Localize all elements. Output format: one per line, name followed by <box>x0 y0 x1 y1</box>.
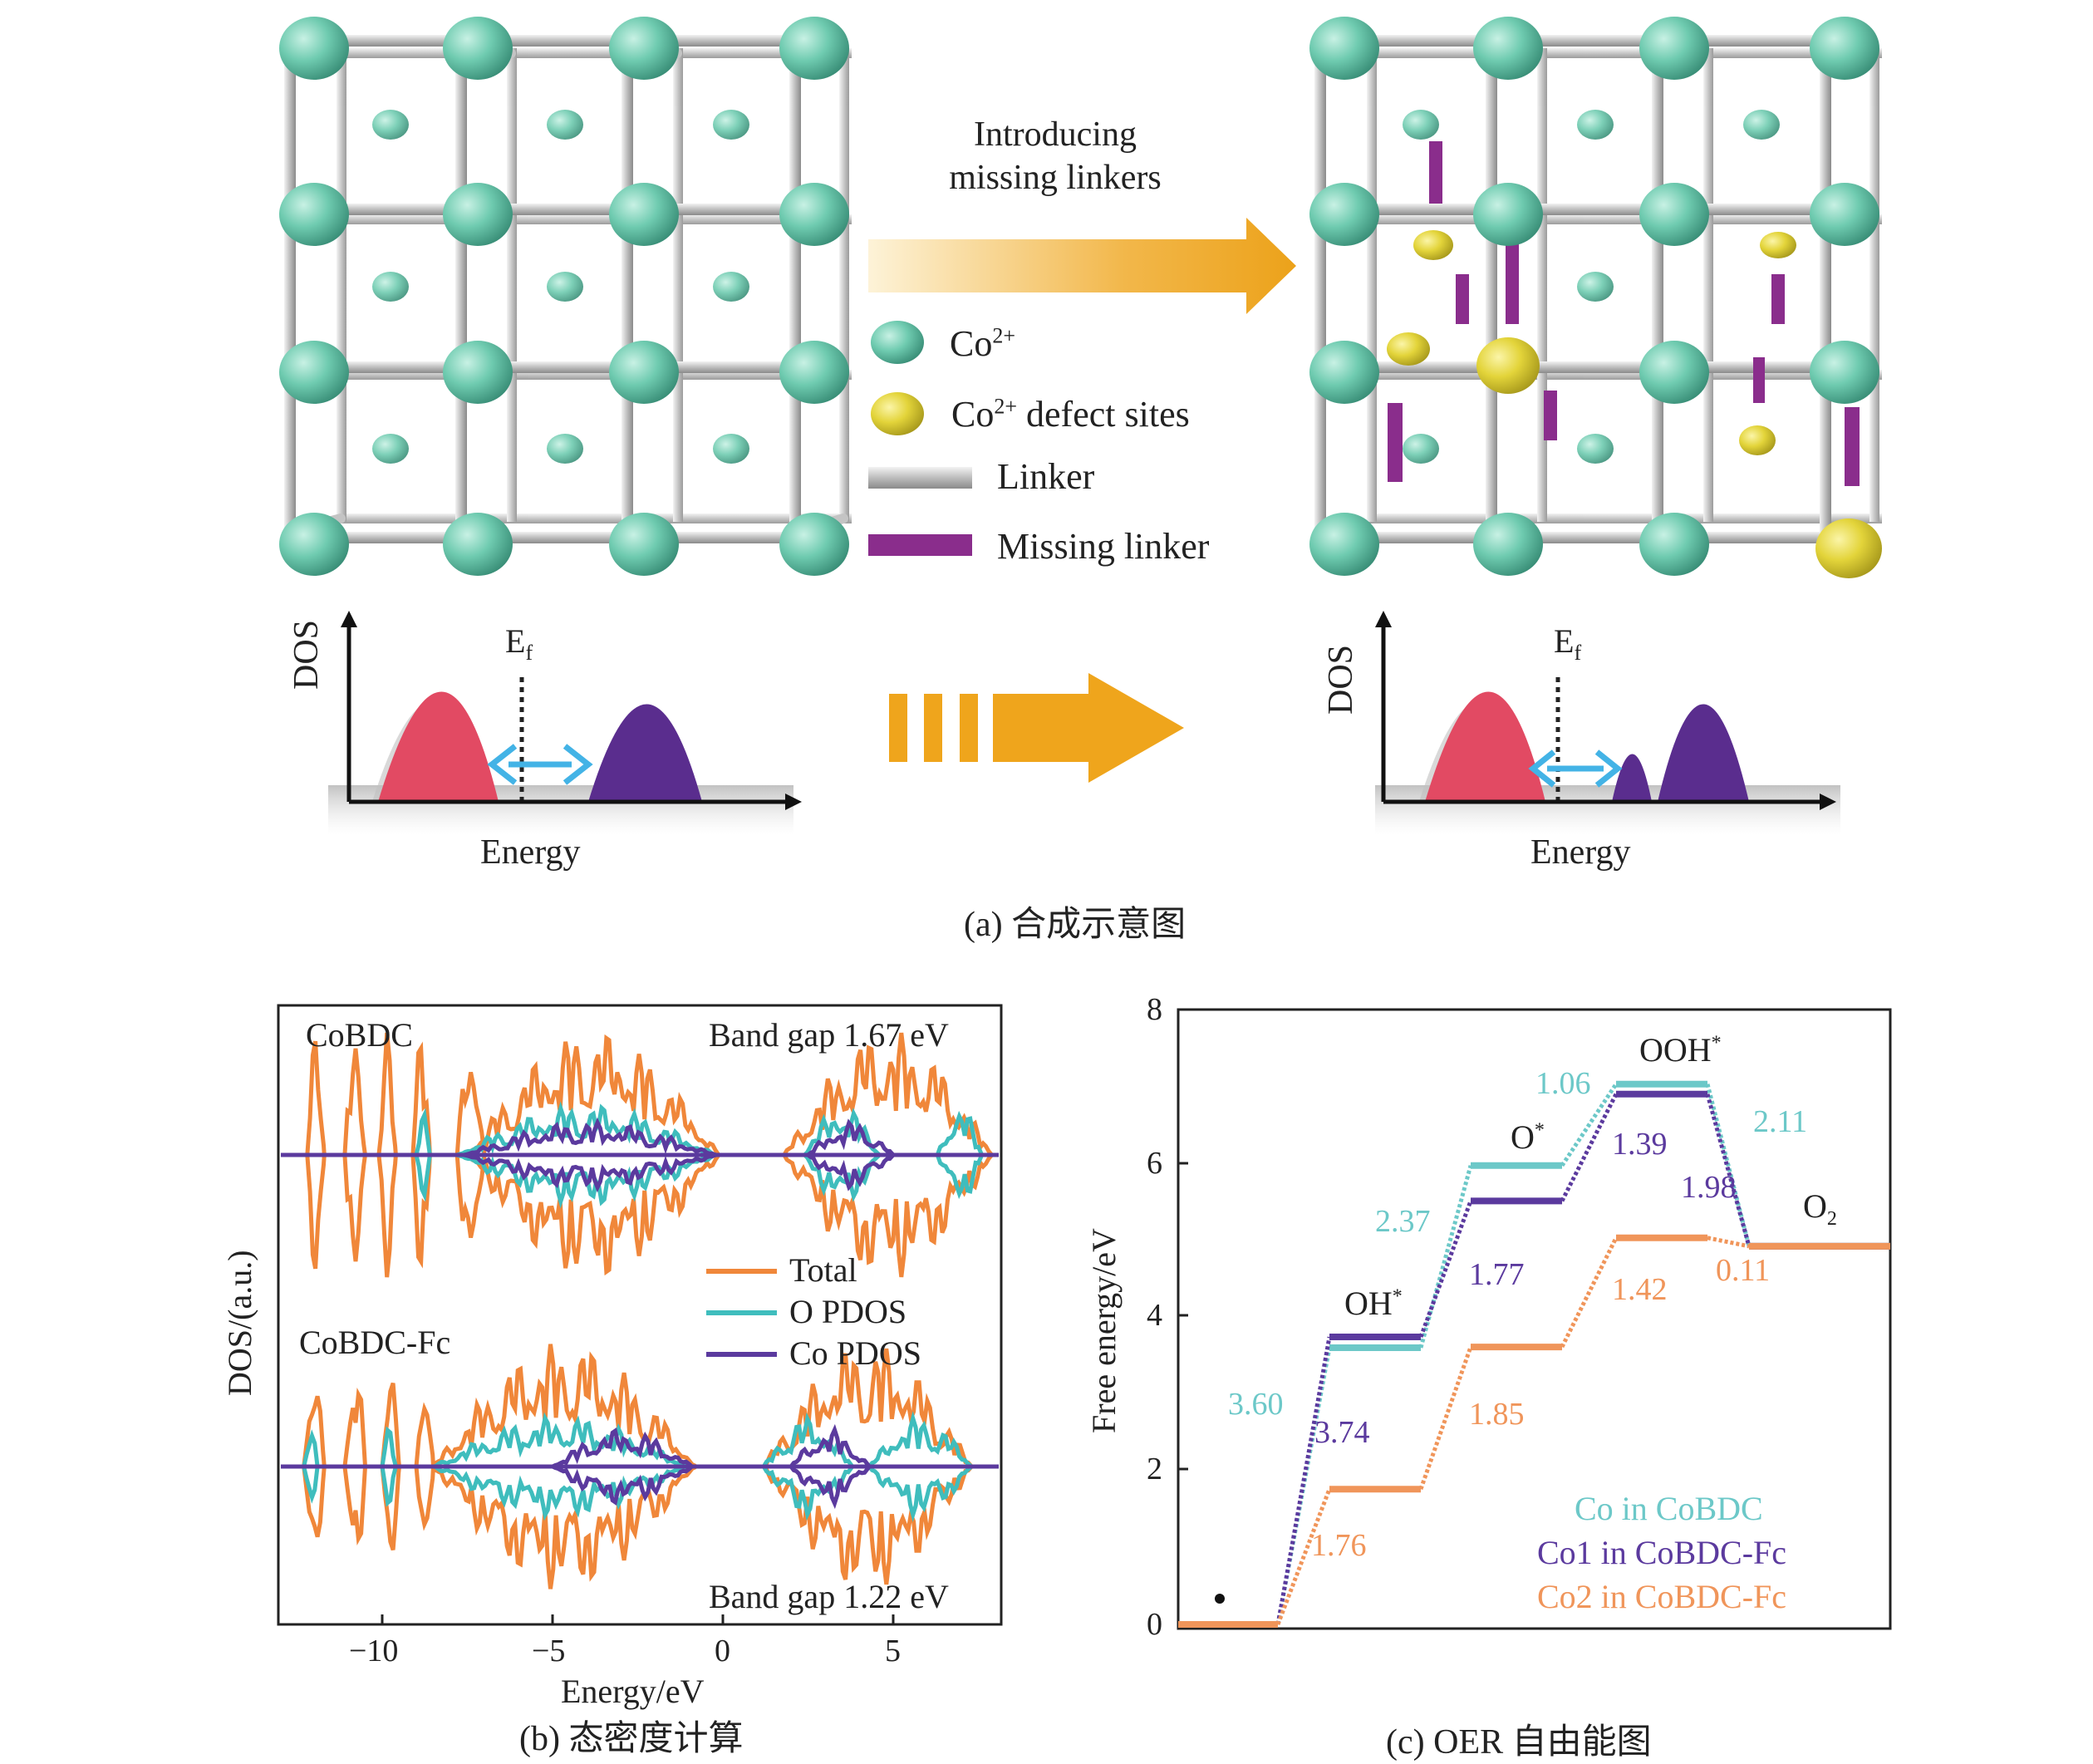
dos-top-label: CoBDC <box>306 1016 413 1054</box>
legend-defect-icon <box>871 392 924 435</box>
legend-co-icon <box>871 321 924 364</box>
dos-xtick-2: −5 <box>532 1634 566 1668</box>
fe-ytick-2: 2 <box>1147 1452 1162 1486</box>
step-cyan-1: 3.60 <box>1228 1387 1284 1422</box>
dos-right-ef: Ef <box>1554 622 1582 665</box>
fe-connector-0-2 <box>1560 1083 1619 1167</box>
step-orange-2: 1.85 <box>1469 1397 1525 1432</box>
fe-ylabel: Free energy/eV <box>1085 1228 1123 1433</box>
species-ooh: OOH* <box>1639 1031 1722 1069</box>
dos-plot <box>277 1004 1003 1626</box>
fe-ytick-4: 4 <box>1147 1298 1162 1333</box>
dos-trace <box>463 1117 895 1193</box>
arrow-label-line1: Introducing <box>974 115 1137 154</box>
dos-trace <box>302 1411 973 1522</box>
caption-b: (b) 态密度计算 <box>519 1720 744 1758</box>
fe-connector-2-2 <box>1560 1236 1619 1349</box>
species-o2: O2 <box>1803 1187 1837 1230</box>
step-cyan-4: 2.11 <box>1753 1104 1808 1139</box>
fe-connector-0-3 <box>1705 1083 1752 1247</box>
dos-xtick-1: −10 <box>349 1634 399 1668</box>
arrow-label-line2: missing linkers <box>949 159 1162 197</box>
legend-co-label: Co2+ <box>950 323 1016 364</box>
mof-lattice-right <box>1309 17 1882 578</box>
step-orange-4: 0.11 <box>1716 1253 1771 1288</box>
fe-legend-cyan: Co in CoBDC <box>1575 1490 1763 1527</box>
legend-o-label: O PDOS <box>789 1293 907 1330</box>
band-gap-arrow-left <box>487 744 593 785</box>
fe-connector-2-1 <box>1418 1346 1473 1491</box>
legend-total-label: Total <box>789 1251 857 1289</box>
introduce-arrow <box>868 218 1296 314</box>
species-oh: OH* <box>1344 1285 1403 1322</box>
fe-connector-0-1 <box>1418 1165 1473 1349</box>
legend-defect-label: Co2+ defect sites <box>951 394 1190 435</box>
step-orange-3: 1.42 <box>1612 1272 1668 1307</box>
dos-left-ylabel: DOS <box>287 619 326 690</box>
step-orange-1: 1.76 <box>1311 1528 1367 1563</box>
dos-left-ef: Ef <box>505 622 533 665</box>
step-purple-4: 1.98 <box>1681 1170 1737 1205</box>
dos-transition-arrow <box>889 673 1184 783</box>
dos-ylabel: DOS/(a.u.) <box>221 1250 258 1396</box>
free-energy-plot <box>1177 1008 1892 1630</box>
dos-xtick-4: 5 <box>885 1634 901 1668</box>
fe-lines <box>1178 1080 1890 1628</box>
dos-trace <box>302 1344 974 1590</box>
step-purple-1: 3.74 <box>1314 1415 1370 1450</box>
dos-xlabel: Energy/eV <box>561 1673 705 1710</box>
fe-ytick-6: 6 <box>1147 1146 1162 1181</box>
step-cyan-3: 1.06 <box>1535 1066 1591 1101</box>
caption-c: (c) OER 自由能图 <box>1386 1723 1652 1762</box>
fe-yticks <box>1178 1008 1188 1626</box>
step-purple-3: 1.39 <box>1612 1127 1668 1162</box>
panel-a-schematic <box>279 17 1882 835</box>
dos-trace <box>551 1423 872 1510</box>
step-cyan-2: 2.37 <box>1375 1204 1431 1239</box>
fe-connector-2-3 <box>1707 1236 1750 1249</box>
dos-trace <box>305 1032 994 1278</box>
fe-legend-orange: Co2 in CoBDC-Fc <box>1537 1578 1787 1615</box>
dos-curves <box>281 1032 999 1590</box>
dos-bottom-gap: Band gap 1.22 eV <box>709 1578 949 1615</box>
dos-bottom-label: CoBDC-Fc <box>299 1324 451 1361</box>
dos-xtick-3: 0 <box>715 1634 730 1668</box>
fe-ytick-0: 0 <box>1147 1607 1162 1642</box>
fe-legend-purple: Co1 in CoBDC-Fc <box>1537 1534 1787 1571</box>
legend-linker-label: Linker <box>997 456 1095 497</box>
legend-missing-label: Missing linker <box>997 526 1210 567</box>
dos-left-xlabel: Energy <box>480 833 581 872</box>
dos-top-gap: Band gap 1.67 eV <box>709 1016 949 1054</box>
fe-connector-1-0 <box>1275 1336 1332 1625</box>
mof-lattice-left <box>279 17 852 576</box>
step-purple-2: 1.77 <box>1469 1257 1525 1292</box>
fe-star-dot <box>1215 1594 1225 1604</box>
fe-connector-1-3 <box>1705 1093 1752 1247</box>
band-gap-arrow-right <box>1528 749 1623 788</box>
legend-linker-icon <box>868 467 972 489</box>
fe-ytick-8: 8 <box>1147 992 1162 1027</box>
dos-xticks <box>381 1614 895 1624</box>
caption-a: (a) 合成示意图 <box>964 906 1187 944</box>
dos-schematic-right <box>1375 611 1840 835</box>
dos-right-ylabel: DOS <box>1322 644 1360 715</box>
species-o: O* <box>1511 1118 1545 1156</box>
fe-connector-1-2 <box>1560 1093 1619 1202</box>
legend-missing-icon <box>868 534 972 556</box>
dos-right-xlabel: Energy <box>1530 833 1631 872</box>
fe-connector-1-1 <box>1418 1200 1473 1338</box>
dos-schematic-left <box>328 611 802 835</box>
fe-connector-2-0 <box>1275 1488 1332 1625</box>
legend-co-label: Co PDOS <box>789 1334 921 1372</box>
